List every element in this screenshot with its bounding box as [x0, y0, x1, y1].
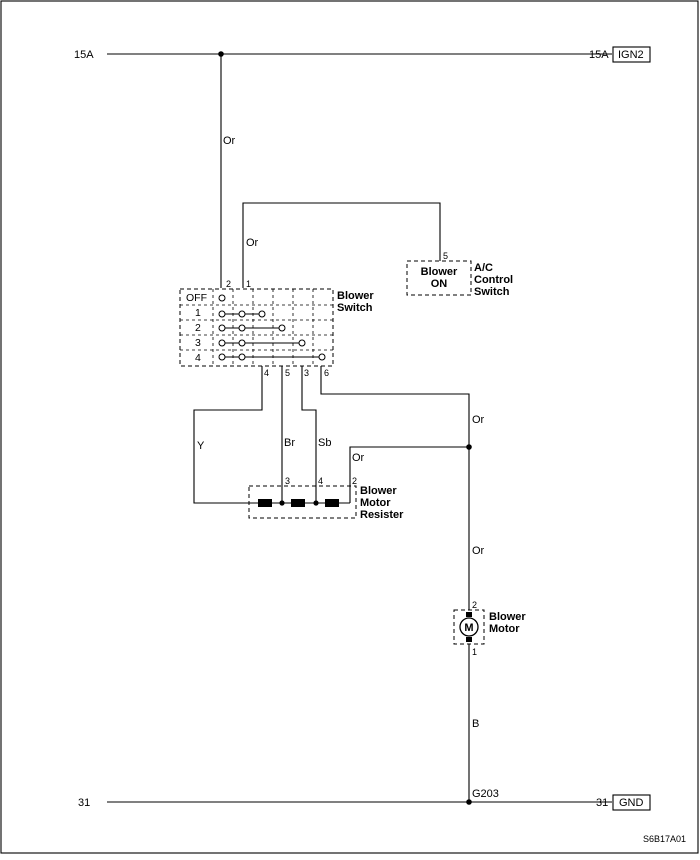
blower-switch-box: [179, 288, 334, 367]
resister-title-line1: Blower: [360, 485, 397, 497]
wire-or-resister: [349, 446, 469, 503]
switch-row-1: 1: [195, 307, 201, 319]
ac-switch-title-line1: A/C: [474, 262, 493, 274]
power-left-label: 15A: [74, 49, 94, 61]
ac-switch-title-line2: Control: [474, 274, 513, 286]
wire-or-resister-color: Or: [352, 452, 365, 464]
switch-row-off: OFF: [186, 292, 207, 304]
wire-sb: [301, 366, 317, 503]
ac-feed-wire-color: Or: [246, 237, 259, 249]
motor-symbol-label: M: [464, 622, 473, 634]
resister-box: [248, 485, 357, 519]
resistor-element-3: [325, 499, 339, 507]
motor-pin-1: 1: [472, 647, 477, 657]
switch-pin-4: 4: [264, 368, 269, 378]
resistor-element-2: [291, 499, 305, 507]
blower-switch-title-line2: Switch: [337, 302, 373, 314]
ign2-box: [612, 46, 651, 63]
switch-row-4: 4: [195, 352, 201, 364]
switch-pin-2: 2: [226, 279, 231, 289]
ac-feed-wire: [242, 202, 441, 288]
resister-pin-4: 4: [318, 476, 323, 486]
motor-symbol: [459, 617, 479, 637]
ac-control-switch-box: [406, 260, 472, 296]
wire-or-switch-color: Or: [472, 414, 485, 426]
gnd-box: [612, 794, 651, 811]
figure-code: S6B17A01: [643, 834, 686, 844]
motor-pin-2: 2: [472, 600, 477, 610]
motor-title-line2: Motor: [489, 623, 520, 635]
gnd-label: GND: [619, 797, 644, 809]
ac-switch-inner-line1: Blower: [421, 266, 458, 278]
ground-right-label: 31: [596, 797, 608, 809]
switch-pin-6: 6: [324, 368, 329, 378]
main-feed-wire-color: Or: [223, 135, 236, 147]
wire-sb-color: Sb: [318, 437, 331, 449]
wire-y: [193, 366, 263, 504]
wire-or-motor-color: Or: [472, 545, 485, 557]
blower-motor: M 2 1 Blower Motor: [453, 600, 526, 657]
wire-y-color: Y: [197, 440, 205, 452]
ac-switch-inner-line2: ON: [431, 278, 448, 290]
ac-switch-pin-5: 5: [443, 251, 448, 261]
wire-or-switch: [320, 366, 470, 447]
switch-pin-1: 1: [246, 279, 251, 289]
switch-row-3: 3: [195, 337, 201, 349]
resister-pin-3: 3: [285, 476, 290, 486]
ground-point-label: G203: [472, 788, 499, 800]
resister-pin-2: 2: [352, 476, 357, 486]
wire-b-color: B: [472, 718, 479, 730]
switch-pin-5: 5: [285, 368, 290, 378]
resister-title-line2: Motor: [360, 497, 391, 509]
ground-junction-dot: [466, 799, 472, 805]
ground-left-label: 31: [78, 797, 90, 809]
ac-switch-title-line3: Switch: [474, 286, 510, 298]
blower-switch-title-line1: Blower: [337, 290, 374, 302]
wire-br-color: Br: [284, 437, 295, 449]
switch-pin-3: 3: [304, 368, 309, 378]
resistor-element-1: [258, 499, 272, 507]
switch-row-2: 2: [195, 322, 201, 334]
motor-title-line1: Blower: [489, 611, 526, 623]
ign2-label: IGN2: [618, 49, 644, 61]
power-right-label: 15A: [589, 49, 609, 61]
resister-title-line3: Resister: [360, 509, 404, 521]
blower-motor-resister: 3 4 2 Blower Motor Resister: [248, 476, 404, 521]
blower-switch: 2 1 OFF 1 2 3 4 4 5 3 6 Blow: [179, 279, 374, 378]
